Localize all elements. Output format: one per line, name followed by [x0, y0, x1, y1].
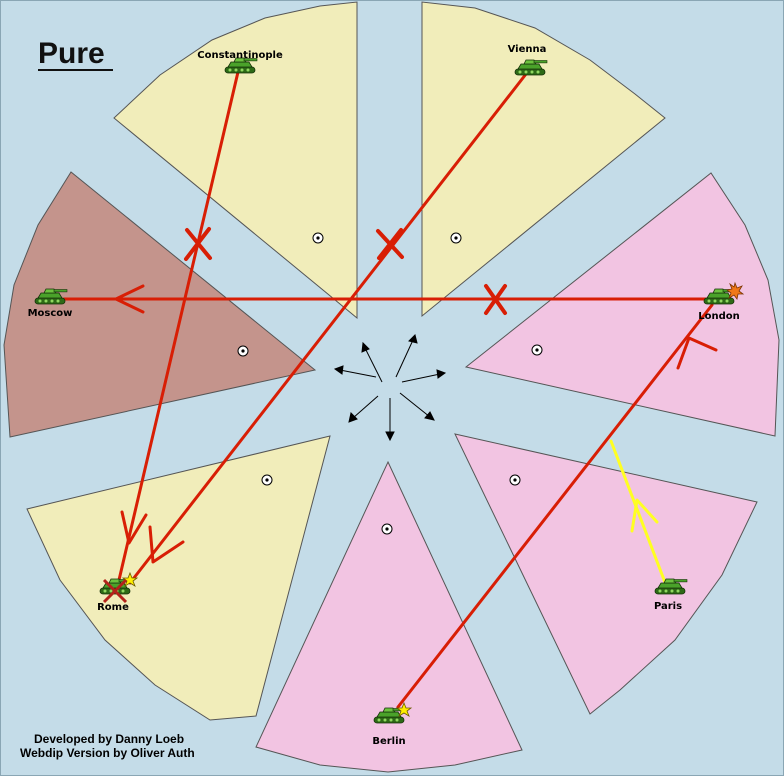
credit-webdip: Webdip Version by Oliver Auth: [20, 746, 195, 760]
label-vienna: Vienna: [508, 44, 547, 55]
map-title: Pure: [38, 37, 105, 70]
territory-london[interactable]: [464, 172, 780, 437]
label-moscow: Moscow: [28, 308, 73, 319]
failed-mark-constantinople: [184, 227, 212, 261]
label-paris: Paris: [654, 601, 682, 612]
territory-berlin[interactable]: [255, 460, 523, 773]
territory-paris[interactable]: [454, 433, 758, 715]
order-berlin-london[interactable]: [396, 303, 714, 709]
credit-developer: Developed by Danny Loeb: [34, 732, 184, 746]
label-rome: Rome: [97, 602, 129, 613]
arrowhead-berlin-london: [676, 336, 718, 370]
arrowhead-london-moscow: [114, 284, 145, 314]
label-constantinople: Constantinople: [197, 50, 283, 61]
failed-mark-london: [484, 284, 507, 315]
territory-moscow[interactable]: [3, 171, 317, 438]
order-paris-support[interactable]: [609, 439, 668, 587]
order-constantinople-rome[interactable]: [117, 70, 240, 582]
label-berlin: Berlin: [372, 736, 405, 747]
territory-vienna[interactable]: [421, 1, 666, 318]
order-vienna-rome[interactable]: [128, 72, 528, 585]
star-icon: [395, 701, 413, 717]
star-icon: [121, 571, 139, 587]
explosion-icon: [726, 281, 745, 300]
arrowhead-paris-support: [630, 498, 659, 533]
center-arrows: [333, 334, 447, 442]
arrowhead-vienna-rome: [148, 525, 185, 564]
orders-layer: [62, 70, 718, 709]
label-london: London: [698, 311, 740, 322]
territory-rome[interactable]: [26, 435, 331, 721]
dislodged-x-icon: [102, 578, 128, 604]
failed-mark-vienna: [376, 228, 404, 260]
territory-constantinople[interactable]: [113, 1, 358, 320]
arrowhead-constantinople-rome: [120, 510, 148, 545]
